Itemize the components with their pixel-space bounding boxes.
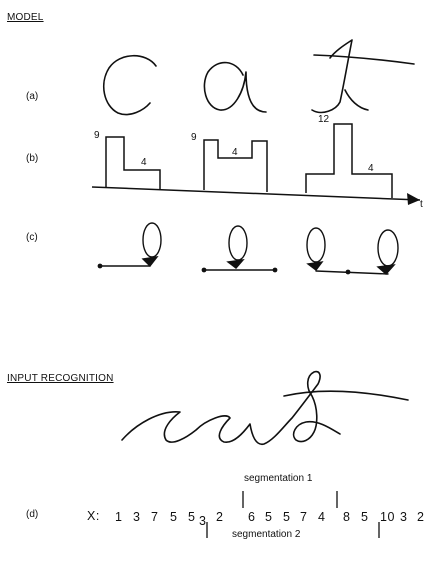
peak-label-1: 9 xyxy=(94,130,100,141)
sequence-value: 5 xyxy=(170,510,178,524)
sequence-value: 7 xyxy=(151,510,159,524)
sequence-value: 5 xyxy=(283,510,291,524)
pulse-c xyxy=(105,136,161,190)
input-word-cursive xyxy=(121,370,341,446)
model-letter-c xyxy=(102,54,157,116)
sequence-value: 3 xyxy=(133,510,141,524)
peak-label-2: 9 xyxy=(191,132,197,143)
sequence-value: 8 xyxy=(343,510,351,524)
plateau-label-2: 4 xyxy=(232,147,238,158)
model-heading: MODEL xyxy=(7,12,44,23)
row-label-c: (c) xyxy=(26,232,38,243)
sequence-value: 6 xyxy=(248,510,256,524)
model-letter-t-cross xyxy=(313,54,415,65)
segmentation-1-label: segmentation 1 xyxy=(244,473,313,484)
sequence-value: 10 xyxy=(380,510,395,524)
row-label-d: (d) xyxy=(26,509,39,520)
sequence-value: 4 xyxy=(318,510,326,524)
sequence-value: 7 xyxy=(300,510,308,524)
sequence-value: 1 xyxy=(115,510,123,524)
pulse-a xyxy=(203,139,268,192)
sequence-prefix: X: xyxy=(87,509,100,523)
sequence-value: 3 xyxy=(400,510,408,524)
plateau-label-1: 4 xyxy=(141,157,147,168)
pulse-t xyxy=(305,123,393,198)
plateau-label-3: 4 xyxy=(368,163,374,174)
model-letter-t xyxy=(311,39,353,114)
time-axis xyxy=(91,186,421,201)
input-word-cross xyxy=(283,390,409,401)
sequence-value: 3 xyxy=(199,514,207,528)
sequence-value: 5 xyxy=(188,510,196,524)
sequence-value: 2 xyxy=(216,510,224,524)
segmentation-2-label: segmentation 2 xyxy=(232,529,301,540)
row-label-a: (a) xyxy=(26,91,39,102)
time-axis-label: t xyxy=(420,199,423,210)
input-recognition-heading: INPUT RECOGNITION xyxy=(7,373,114,384)
sequence-value: 5 xyxy=(265,510,273,524)
sequence-value: 5 xyxy=(361,510,369,524)
model-letter-a xyxy=(203,61,267,113)
model-letter-t-tail xyxy=(344,89,369,111)
time-axis-arrow xyxy=(407,193,420,205)
peak-label-3: 12 xyxy=(318,114,330,125)
row-label-b: (b) xyxy=(26,153,39,164)
sequence-value: 2 xyxy=(417,510,425,524)
